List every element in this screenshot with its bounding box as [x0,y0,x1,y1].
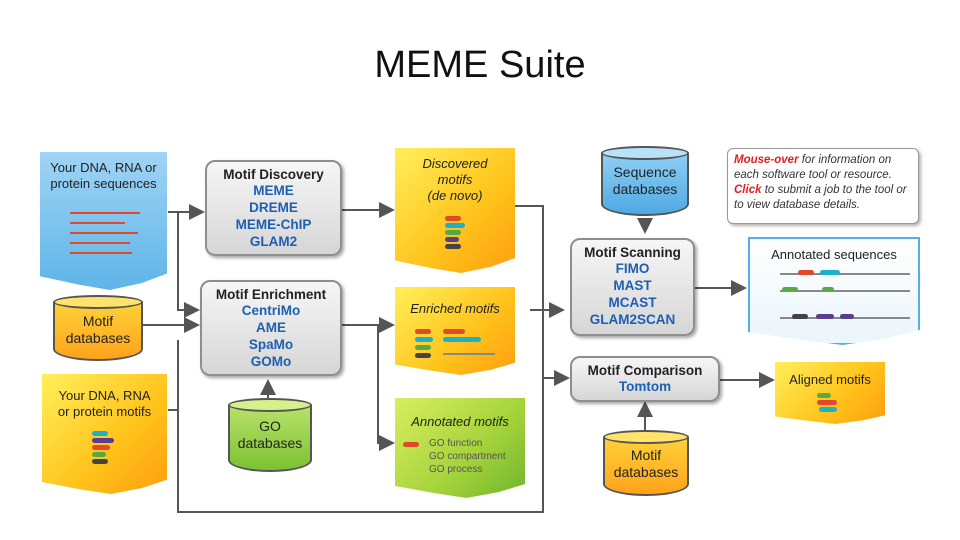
motif-enrichment-box[interactable]: Motif Enrichment CentriMo AME SpaMo GOMo [200,280,342,376]
enriched-motifs-doc[interactable]: Enriched motifs [395,287,515,375]
motif-bar [92,431,108,436]
tool-fimo[interactable]: FIMO [615,261,650,276]
input-motifs-line2: or protein motifs [57,404,152,419]
tool-mast[interactable]: MAST [613,278,652,293]
motif-databases-cylinder[interactable]: Motif databases [53,295,143,361]
motif-bar [92,459,108,464]
sequence-rule [780,273,910,275]
discovered-line1: Discovered [422,156,488,171]
motif-bar [820,270,840,275]
sequence-line [70,252,132,254]
discovered-line3: (de novo) [427,188,483,203]
go-db-line1: GO [259,418,281,434]
motif-databases-cylinder-2[interactable]: Motif databases [603,430,689,496]
enriched-label: Enriched motifs [410,301,500,316]
motif-bar [92,445,110,450]
motif-discovery-title: Motif Discovery [223,167,324,182]
go-function-label: GO function [429,438,483,449]
motif-bar [415,345,431,350]
tool-glam2scan[interactable]: GLAM2SCAN [589,312,676,327]
input-sequences-line1: Your DNA, RNA or [50,160,157,175]
motif-bar [445,237,459,242]
help-mouseover: Mouse-over [734,154,799,166]
motif-bar [415,337,433,342]
go-compartment-label: GO compartment [429,451,506,462]
tool-gomo[interactable]: GOMo [250,354,292,369]
help-click: Click [734,184,762,196]
sequence-rule [780,290,910,292]
motif-bar [445,244,461,249]
motif-bar [819,407,837,412]
slide-title: MEME Suite [374,44,586,86]
motif-bar [445,216,461,221]
motif-bar [817,400,837,405]
motif-bar [415,353,431,358]
sequence-db-line1: Sequence [613,164,677,180]
sequence-line [70,222,125,224]
motif-bar [792,314,808,319]
discovered-line2: motifs [437,172,473,187]
motif-rule [443,353,495,355]
input-motifs-line1: Your DNA, RNA [58,388,151,403]
go-db-line2: databases [237,435,303,451]
motif-scanning-box[interactable]: Motif Scanning FIMO MAST MCAST GLAM2SCAN [570,238,695,336]
go-databases-cylinder[interactable]: GO databases [228,398,312,472]
motif-bar [92,452,106,457]
annotated-motifs-doc[interactable]: Annotated motifs GO function GO compartm… [395,398,525,498]
motif-bar [822,287,834,292]
motif-bar [445,230,461,235]
input-motifs-doc[interactable]: Your DNA, RNA or protein motifs [42,374,167,494]
tool-mcast[interactable]: MCAST [608,295,657,310]
sequence-line [70,242,130,244]
aligned-motifs-label: Aligned motifs [789,372,871,387]
sequence-db-line2: databases [612,181,678,197]
sequence-databases-cylinder[interactable]: Sequence databases [601,146,689,216]
motif-bar [445,223,465,228]
motif-enrichment-title: Motif Enrichment [215,287,327,302]
motif-discovery-box[interactable]: Motif Discovery MEME DREME MEME-ChIP GLA… [205,160,342,256]
motif-bar [798,270,814,275]
tool-meme-chip[interactable]: MEME-ChIP [235,217,312,232]
input-sequences-line2: protein sequences [50,176,157,191]
motif-bar [782,287,798,292]
motif-comparison-title: Motif Comparison [587,363,703,378]
tool-ame[interactable]: AME [256,320,286,335]
annotated-motifs-label: Annotated motifs [411,414,509,429]
input-sequences-doc[interactable]: Your DNA, RNA or protein sequences [40,152,167,290]
motif-bar [816,314,834,319]
tool-centrimo[interactable]: CentriMo [241,303,301,318]
motif-scanning-title: Motif Scanning [584,245,681,260]
motif-bar [443,337,481,342]
motif-comparison-box[interactable]: Motif Comparison Tomtom [570,356,720,402]
sequence-line [70,232,138,234]
motif-bar [840,314,854,319]
discovered-motifs-doc[interactable]: Discovered motifs (de novo) [395,148,515,273]
tool-spamo[interactable]: SpaMo [248,337,294,352]
motif-bar [92,438,114,443]
motif-bar [415,329,431,334]
motif-bar [403,442,419,447]
sequence-line [70,212,140,214]
help-text2: to submit a job to the tool or to view d… [734,184,907,211]
help-note: Mouse-over for information on each softw… [727,148,919,224]
annotated-sequences-doc[interactable]: Annotated sequences [748,237,920,345]
aligned-motifs-doc[interactable]: Aligned motifs [775,362,885,424]
motif-bar [443,329,465,334]
tool-tomtom[interactable]: Tomtom [618,379,672,394]
motif-db-line1: Motif [82,313,114,329]
motif-db-line2: databases [65,330,131,346]
motif-db2-line1: Motif [630,447,662,463]
motif-db2-line2: databases [613,464,679,480]
go-process-label: GO process [429,464,483,475]
tool-dreme[interactable]: DREME [249,200,298,215]
help-text1: for information on each software tool or… [734,154,892,181]
tool-glam2[interactable]: GLAM2 [249,234,298,249]
motif-bar [817,393,831,398]
tool-meme[interactable]: MEME [253,183,294,198]
annotated-sequences-label: Annotated sequences [771,247,897,262]
